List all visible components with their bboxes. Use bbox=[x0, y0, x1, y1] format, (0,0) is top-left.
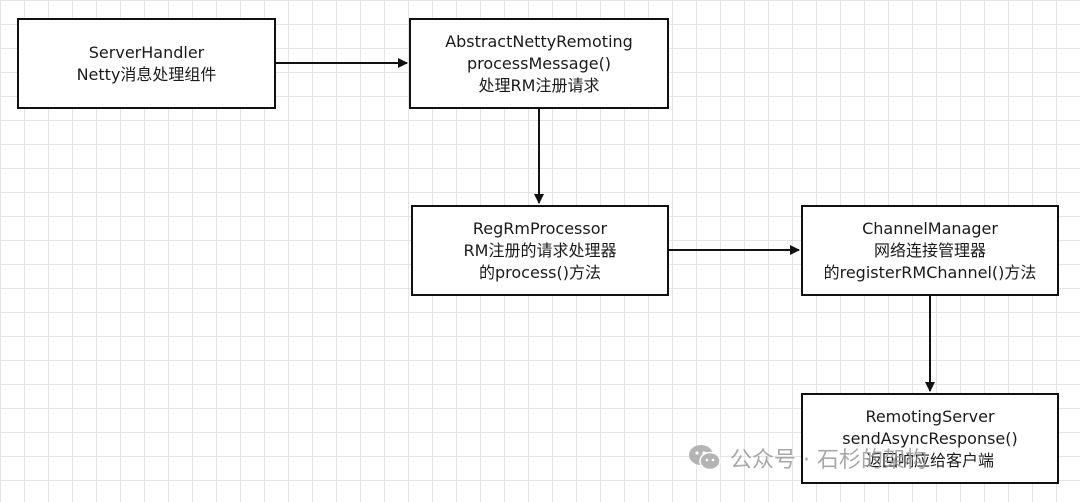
node-channel-manager[interactable]: ChannelManager 网络连接管理器 的registerRMChanne… bbox=[801, 205, 1059, 296]
node-label-line: Netty消息处理组件 bbox=[76, 64, 217, 84]
watermark-text: 公众号 · 石杉的架构 bbox=[730, 448, 927, 473]
node-reg-rm-processor[interactable]: RegRmProcessor RM注册的请求处理器 的process()方法 bbox=[411, 205, 669, 296]
node-label-line: ChannelManager bbox=[862, 218, 998, 238]
node-server-handler[interactable]: ServerHandler Netty消息处理组件 bbox=[17, 18, 276, 109]
node-label-line: 的process()方法 bbox=[479, 262, 601, 282]
node-remoting-server[interactable]: RemotingServer sendAsyncResponse() 返回响应给… bbox=[801, 393, 1059, 484]
watermark: 公众号 · 石杉的架构 bbox=[688, 442, 927, 474]
node-label-line: 的registerRMChannel()方法 bbox=[823, 262, 1037, 282]
node-label-line: RemotingServer bbox=[865, 406, 995, 426]
node-label-line: RM注册的请求处理器 bbox=[463, 240, 617, 260]
node-label-line: 网络连接管理器 bbox=[873, 240, 986, 260]
node-abstract-netty-remoting[interactable]: AbstractNettyRemoting processMessage() 处… bbox=[409, 18, 669, 109]
node-label-line: RegRmProcessor bbox=[472, 218, 608, 238]
node-label-line: ServerHandler bbox=[88, 42, 205, 62]
node-label-line: 返回响应给客户端 bbox=[865, 450, 994, 470]
wechat-icon bbox=[689, 445, 721, 471]
node-label-line: sendAsyncResponse() bbox=[842, 428, 1018, 448]
node-label-line: AbstractNettyRemoting bbox=[445, 31, 633, 51]
node-label-line: 处理RM注册请求 bbox=[478, 75, 600, 95]
node-label-line: processMessage() bbox=[466, 53, 612, 73]
